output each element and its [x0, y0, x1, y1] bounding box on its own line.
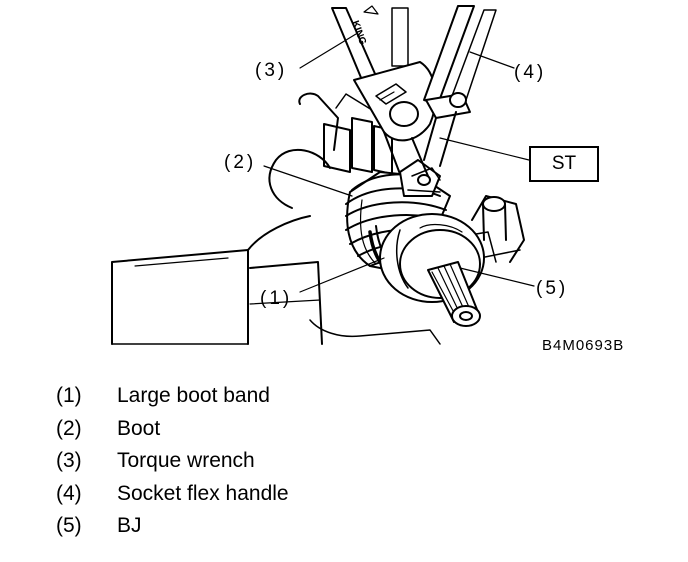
legend-number: (3) — [56, 449, 82, 473]
legend-label: Socket flex handle — [117, 481, 289, 505]
special-tool-label: ST — [529, 146, 599, 182]
torque-wrench — [331, 7, 437, 177]
callout-1: (1) — [260, 288, 293, 309]
legend-number: (4) — [56, 481, 82, 505]
leader-line-5 — [459, 267, 535, 287]
legend-label: Boot — [117, 416, 161, 440]
legend-label: Torque wrench — [117, 449, 255, 473]
legend-label: Large boot band — [117, 384, 270, 408]
legend-number: (1) — [56, 384, 82, 408]
legend-label: BJ — [117, 514, 142, 538]
legend: (1) Large boot band (2) Boot (3) Torque wre… — [56, 380, 289, 543]
legend-number: (2) — [56, 416, 82, 440]
leader-line-3 — [299, 33, 357, 69]
legend-number: (5) — [56, 514, 82, 538]
legend-item: (2) Boot — [56, 413, 289, 446]
legend-item: (1) Large boot band — [56, 380, 289, 413]
legend-item: (4) Socket flex handle — [56, 478, 289, 511]
legend-item: (5) BJ — [56, 510, 289, 543]
leader-line-1 — [299, 257, 385, 293]
leader-line-4 — [469, 51, 515, 69]
legend-item: (3) Torque wrench — [56, 445, 289, 478]
callout-3: (3) — [255, 60, 288, 81]
figure-code: B4M0693B — [542, 337, 625, 354]
splined-shaft — [427, 261, 481, 327]
leader-lines — [263, 33, 535, 293]
arrow-icon — [363, 5, 379, 15]
callout-4: (4) — [514, 62, 547, 83]
leader-line-st — [439, 137, 530, 161]
assembly-illustration: KING — [111, 5, 535, 345]
callout-5: (5) — [536, 278, 569, 299]
right-bracket — [463, 195, 525, 263]
socket-flex-handle — [423, 5, 497, 167]
callout-2: (2) — [224, 152, 257, 173]
special-tool — [399, 159, 441, 197]
leader-line-2 — [263, 165, 353, 197]
